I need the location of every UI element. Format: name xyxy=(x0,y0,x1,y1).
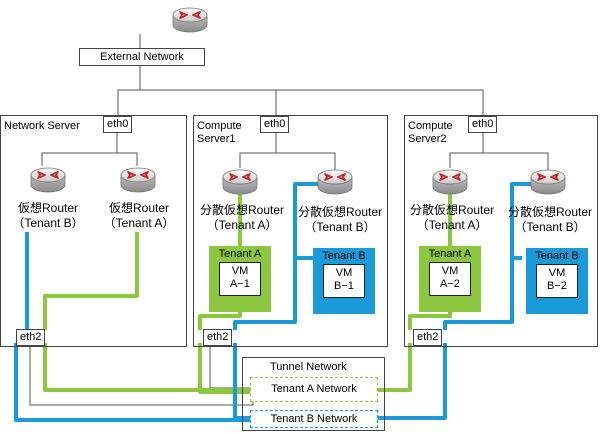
cs2-vm-a2[interactable]: VM A−2 xyxy=(429,262,471,296)
external-router-icon xyxy=(172,7,208,33)
cs1-tenant-a-label: Tenant A xyxy=(218,248,262,260)
cs1-vm-a1-line1: VM xyxy=(231,265,249,277)
cs2-router-b-label: 分散仮想Router （Tenant B） xyxy=(502,205,598,235)
cs2-router-a-line2: （Tenant A） xyxy=(416,218,488,232)
network-server-box xyxy=(0,115,187,347)
cs1-router-a-line1: 分散仮想Router xyxy=(199,203,285,217)
compute-server1-box xyxy=(193,115,388,347)
ns-router-b-line2: （Tenant B） xyxy=(12,216,84,230)
cs2-vm-b2-line1: VM xyxy=(548,267,566,279)
compute-server2-eth0: eth0 xyxy=(468,116,498,133)
external-network-label: External Network xyxy=(100,51,184,63)
ns-router-a-label: 仮想Router （Tenant A） xyxy=(98,201,180,231)
cs2-router-a-label: 分散仮想Router （Tenant A） xyxy=(405,203,499,233)
cs2-title-line1: Compute xyxy=(408,120,453,132)
compute-server2-eth2: eth2 xyxy=(413,329,443,346)
compute-server1-eth2: eth2 xyxy=(203,329,233,346)
tunnel-tenant-b-label: Tenant B Network xyxy=(270,413,358,425)
tenant-a-links xyxy=(43,185,452,394)
tenant-b-links xyxy=(14,182,540,422)
tunnel-network-box xyxy=(242,357,385,431)
cs1-vm-a1[interactable]: VM A−1 xyxy=(219,262,261,296)
external-network-box: External Network xyxy=(79,48,205,66)
cs2-tenant-b-label: Tenant B xyxy=(535,250,579,262)
compute-server2-box xyxy=(404,115,598,347)
cs2-vm-a2-line2: A−2 xyxy=(440,278,460,290)
cs1-vm-b1-line1: VM xyxy=(335,267,353,279)
cs2-router-b-line1: 分散仮想Router xyxy=(507,205,593,219)
ns-router-b-label: 仮想Router （Tenant B） xyxy=(7,201,89,231)
cs1-router-b-label: 分散仮想Router （Tenant B） xyxy=(292,205,388,235)
cs1-vm-b1-line2: B−1 xyxy=(334,280,354,292)
cs2-tenant-a-label: Tenant A xyxy=(428,248,472,260)
ns-router-a-line2: （Tenant A） xyxy=(103,216,175,230)
cs1-vm-b1[interactable]: VM B−1 xyxy=(323,264,365,298)
cs2-router-b-line2: （Tenant B） xyxy=(514,220,586,234)
tunnel-tenant-a-label: Tenant A Network xyxy=(271,383,357,395)
ns-router-a-line1: 仮想Router xyxy=(108,201,170,215)
cs2-title-line2: Server2 xyxy=(408,133,447,145)
cs1-tenant-b-label: Tenant B xyxy=(322,250,366,262)
network-server-eth2: eth2 xyxy=(16,329,46,346)
cs1-title-line2: Server1 xyxy=(197,133,236,145)
cs1-router-b-line1: 分散仮想Router xyxy=(297,205,383,219)
compute-server1-title: Compute Server1 xyxy=(197,120,242,146)
compute-server1-eth0: eth0 xyxy=(260,116,290,133)
cs1-router-a-line2: （Tenant A） xyxy=(206,218,278,232)
cs1-vm-a1-line2: A−1 xyxy=(230,278,250,290)
cs2-vm-b2[interactable]: VM B−2 xyxy=(536,264,578,298)
network-server-title: Network Server xyxy=(4,120,80,132)
cs2-router-a-line1: 分散仮想Router xyxy=(409,203,495,217)
cs1-router-b-line2: （Tenant B） xyxy=(304,220,376,234)
cs1-title-line1: Compute xyxy=(197,120,242,132)
cs2-vm-b2-line2: B−2 xyxy=(547,280,567,292)
cs2-vm-a2-line1: VM xyxy=(441,265,459,277)
tunnel-network-title: Tunnel Network xyxy=(270,361,347,373)
compute-server2-title: Compute Server2 xyxy=(408,120,453,146)
tunnel-tenant-b-network: Tenant B Network xyxy=(250,410,378,428)
ns-router-b-line1: 仮想Router xyxy=(17,201,79,215)
network-server-eth0: eth0 xyxy=(103,116,133,133)
tunnel-tenant-a-network: Tenant A Network xyxy=(250,377,378,402)
cs1-router-a-label: 分散仮想Router （Tenant A） xyxy=(195,203,289,233)
